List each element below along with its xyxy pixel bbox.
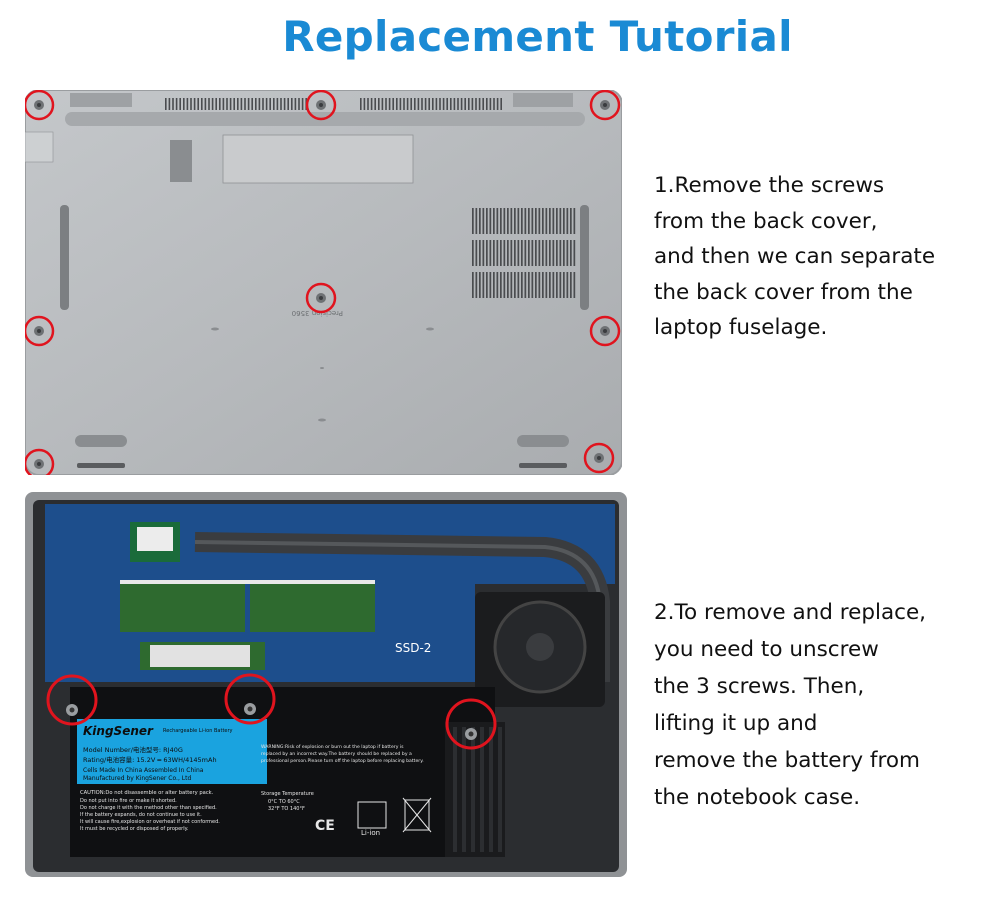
step-2-line: the 3 screws. Then, <box>654 674 865 699</box>
bin-icon <box>404 799 430 831</box>
step-1-instructions: 1.Remove the screws from the back cover,… <box>654 168 935 346</box>
screw-highlight <box>583 442 615 474</box>
battery-type: Rechargeable Li-ion Battery <box>163 728 233 734</box>
step-2-line: lifting it up and <box>654 711 818 736</box>
caution-heading: CAUTION:Do not disassemble or alter batt… <box>80 790 214 796</box>
step-1-line: from the back cover, <box>654 208 878 234</box>
storage-celsius: 0°C TO 60°C <box>268 799 300 805</box>
caution-line: It will cause fire,explosion or overheat… <box>80 819 220 825</box>
step-2-line: remove the battery from <box>654 748 920 773</box>
screw-highlight <box>224 673 276 725</box>
step-1-line: laptop fuselage. <box>654 315 828 340</box>
battery-rating: Rating/电池容量: 15.2V ═ 63WH/4145mAh <box>83 755 217 764</box>
warning-heading: WARNING:Risk of explosion or burn out th… <box>261 744 404 750</box>
step-1-line: and then we can separate <box>654 244 936 269</box>
screw-highlight <box>25 315 55 347</box>
screw-highlight <box>445 698 497 750</box>
li-ion-mark: Li-ion <box>361 829 380 837</box>
battery-manufacturer: Manufactured by KingSener Co., Ltd <box>83 775 191 782</box>
battery-brand: KingSener <box>83 724 154 738</box>
bottom-cover-photo: Precision 3560 <box>25 90 622 475</box>
battery-label: KingSener Rechargeable Li-ion Battery Mo… <box>77 719 267 784</box>
step-1-line: 1.Remove the screws <box>654 173 885 198</box>
caution-line: If the battery expands, do not continue … <box>80 812 202 818</box>
storage-title: Storage Temperature <box>261 791 314 797</box>
battery-model: Model Number/电池型号: RJ40G <box>83 745 183 754</box>
storage-fahrenheit: 32°F TO 140°F <box>268 806 305 812</box>
internal-illustration: SSD-2 KingSener Rechargeable Li-ion Batt… <box>25 492 627 877</box>
recycle-icon <box>357 801 387 829</box>
screw-highlight <box>46 674 98 726</box>
step-1-line: the back cover from the <box>654 279 913 305</box>
screw-highlight <box>25 448 55 475</box>
step-2-line: 2.To remove and replace, <box>654 600 927 625</box>
caution-line: It must be recycled or disposed of prope… <box>80 826 189 832</box>
ssd-label: SSD-2 <box>395 641 431 655</box>
step-2-instructions: 2.To remove and replace, you need to uns… <box>654 594 926 816</box>
bottom-cover-illustration: Precision 3560 <box>25 90 622 475</box>
screw-highlight <box>589 315 621 347</box>
step-2-line: you need to unscrew <box>654 637 879 662</box>
battery-made: Cells Made In China Assembled In China <box>83 767 204 774</box>
screw-highlight <box>305 282 337 314</box>
warning-line: replaced by an incorrect way.The battery… <box>261 751 412 757</box>
page-title: Replacement Tutorial <box>282 12 793 61</box>
internal-photo: SSD-2 KingSener Rechargeable Li-ion Batt… <box>25 492 627 877</box>
ce-mark: CE <box>315 818 335 834</box>
caution-line: Do not charge it with the method other t… <box>80 805 217 811</box>
screw-highlight <box>305 90 337 121</box>
battery-warning: WARNING:Risk of explosion or burn out th… <box>261 744 432 837</box>
model-text: Precision 3560 <box>292 309 343 317</box>
screw-highlight <box>25 90 55 121</box>
caution-line: Do not put into fire or make it shorted. <box>80 798 177 804</box>
battery-caution: CAUTION:Do not disassemble or alter batt… <box>80 790 220 832</box>
screw-highlight <box>589 90 621 121</box>
warning-line: professional person.Please turn off the … <box>261 758 424 764</box>
step-2-line: the notebook case. <box>654 785 861 810</box>
